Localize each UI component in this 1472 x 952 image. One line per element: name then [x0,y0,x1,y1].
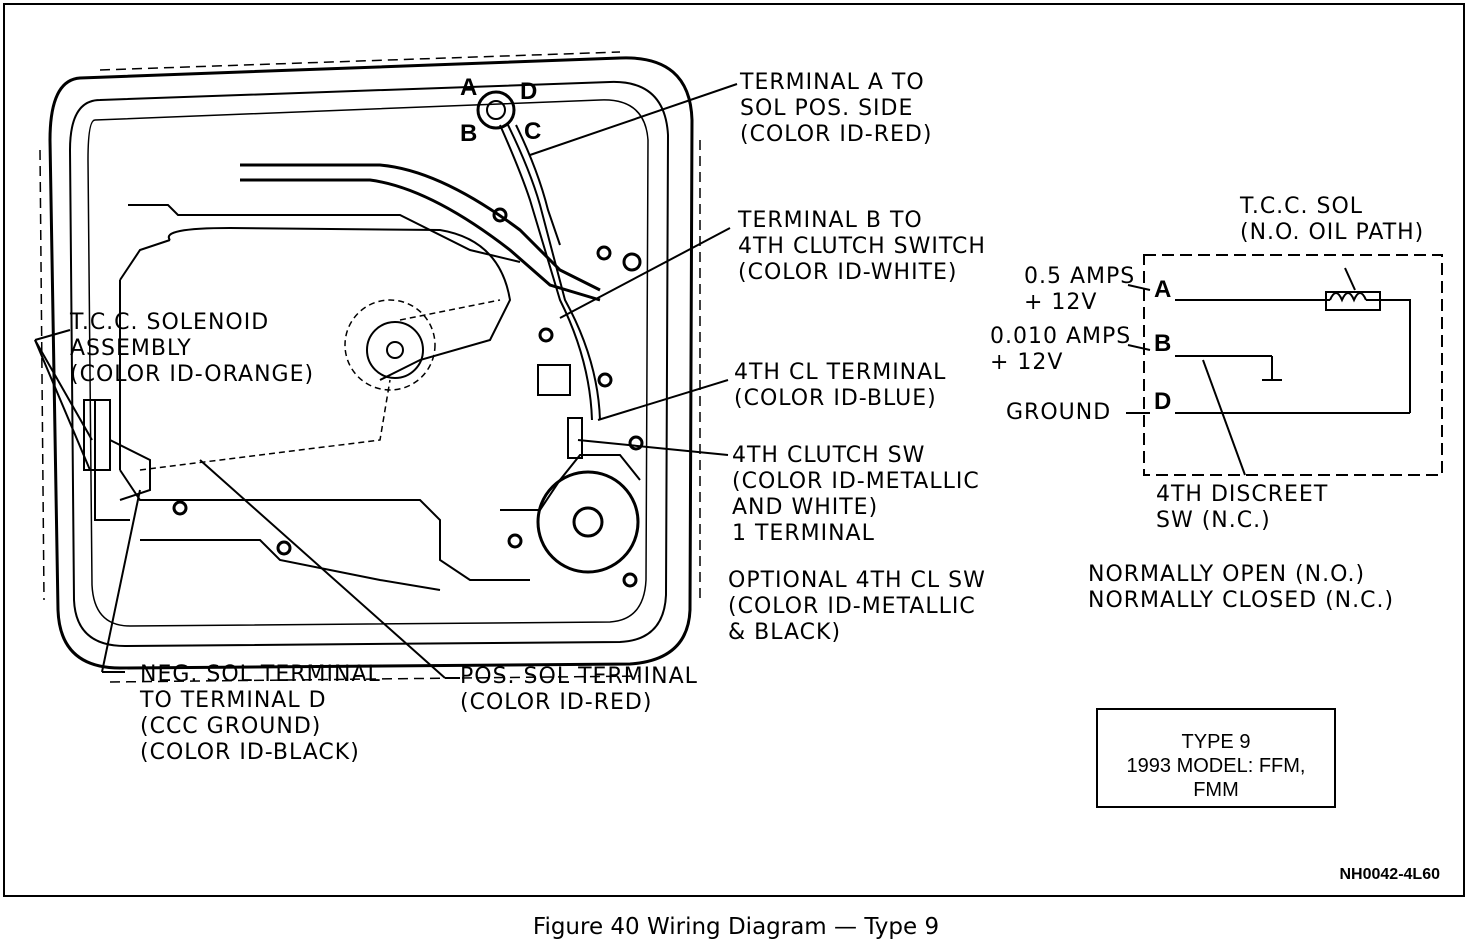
callout-4th-cl-terminal: 4TH CL TERMINAL (COLOR ID-BLUE) [734,360,946,412]
connector-pin-a: A [460,74,478,101]
model-line: FMM [1193,779,1239,801]
callout-optional-4th-cl-sw: OPTIONAL 4TH CL SW (COLOR ID-METALLIC & … [728,568,986,646]
schematic-line: T.C.C. SOL [1240,194,1364,219]
callout-pos-sol-terminal: POS. SOL TERMINAL (COLOR ID-RED) [460,664,698,716]
legend-line: NORMALLY CLOSED (N.C.) [1088,588,1395,613]
callout-line: TO TERMINAL D [140,688,327,713]
schematic-line: 4TH DISCREET [1156,482,1329,507]
callout-line: POS. SOL TERMINAL [460,664,698,689]
callout-line: TERMINAL B TO [738,208,923,233]
callout-terminal-a: TERMINAL A TO SOL POS. SIDE (COLOR ID-RE… [740,70,932,148]
schematic-line: (N.O. OIL PATH) [1240,220,1425,245]
schematic-line: + 12V [1024,290,1098,315]
schematic-input-b: 0.010 AMPS + 12V [990,324,1131,376]
callout-4th-clutch-sw: 4TH CLUTCH SW (COLOR ID-METALLIC AND WHI… [732,443,980,547]
callout-terminal-b: TERMINAL B TO 4TH CLUTCH SWITCH (COLOR I… [738,208,986,286]
schematic-ground: GROUND [1006,400,1112,425]
schematic-line: SW (N.C.) [1156,508,1271,533]
callout-line: AND WHITE) [732,495,879,520]
model-info-box: TYPE 9 1993 MODEL: FFM, FMM [1096,708,1336,808]
tcc-schematic [1126,254,1443,476]
callout-line: (COLOR ID-METALLIC [728,594,976,619]
callout-line: (COLOR ID-METALLIC [732,469,980,494]
callout-line: (CCC GROUND) [140,714,322,739]
callout-line: (COLOR ID-RED) [460,690,653,715]
callout-line: 4TH CLUTCH SWITCH [738,234,986,259]
schematic-line: 0.5 AMPS [1024,264,1136,289]
schematic-tcc-sol: T.C.C. SOL (N.O. OIL PATH) [1240,194,1424,246]
transmission-pan [39,51,701,683]
callout-line: (COLOR ID-WHITE) [738,260,958,285]
callout-line: (COLOR ID-RED) [740,122,933,147]
schematic-input-a: 0.5 AMPS + 12V [1024,264,1135,316]
connector-pin-b: B [460,120,478,147]
callout-line: ASSEMBLY [70,336,192,361]
callout-tcc-solenoid: T.C.C. SOLENOID ASSEMBLY (COLOR ID-ORANG… [70,310,314,388]
callout-line: 4TH CL TERMINAL [734,360,947,385]
schematic-pin-b: B [1154,330,1172,357]
callout-line: OPTIONAL 4TH CL SW [728,568,986,593]
callout-line: T.C.C. SOLENOID [70,310,270,335]
callout-line: NEG. SOL TERMINAL [140,662,381,687]
connector-pin-d: D [520,78,538,105]
schematic-discreet-sw: 4TH DISCREET SW (N.C.) [1156,482,1328,534]
model-line: TYPE 9 [1181,731,1251,753]
schematic-pin-d: D [1154,388,1172,415]
callout-line: (COLOR ID-ORANGE) [70,362,315,387]
legend-line: NORMALLY OPEN (N.O.) [1088,562,1366,587]
schematic-pin-a: A [1154,276,1172,303]
callout-line: 1 TERMINAL [732,521,875,546]
callout-line: (COLOR ID-BLACK) [140,740,360,765]
leader-lines [34,83,738,679]
figure-caption: Figure 40 Wiring Diagram — Type 9 [532,914,940,940]
model-line: 1993 MODEL: FFM, [1126,755,1306,777]
callout-line: TERMINAL A TO [740,70,925,95]
callout-line: & BLACK) [728,620,842,645]
schematic-line: 0.010 AMPS [990,324,1132,349]
callout-line: (COLOR ID-BLUE) [734,386,937,411]
figure-code: NH0042-4L60 [1339,866,1441,883]
schematic-line: + 12V [990,350,1064,375]
schematic-legend: NORMALLY OPEN (N.O.) NORMALLY CLOSED (N.… [1088,562,1394,614]
callout-neg-sol-terminal: NEG. SOL TERMINAL TO TERMINAL D (CCC GRO… [140,662,381,766]
callout-line: SOL POS. SIDE [740,96,914,121]
connector-pin-c: C [524,118,542,145]
callout-line: 4TH CLUTCH SW [732,443,926,468]
